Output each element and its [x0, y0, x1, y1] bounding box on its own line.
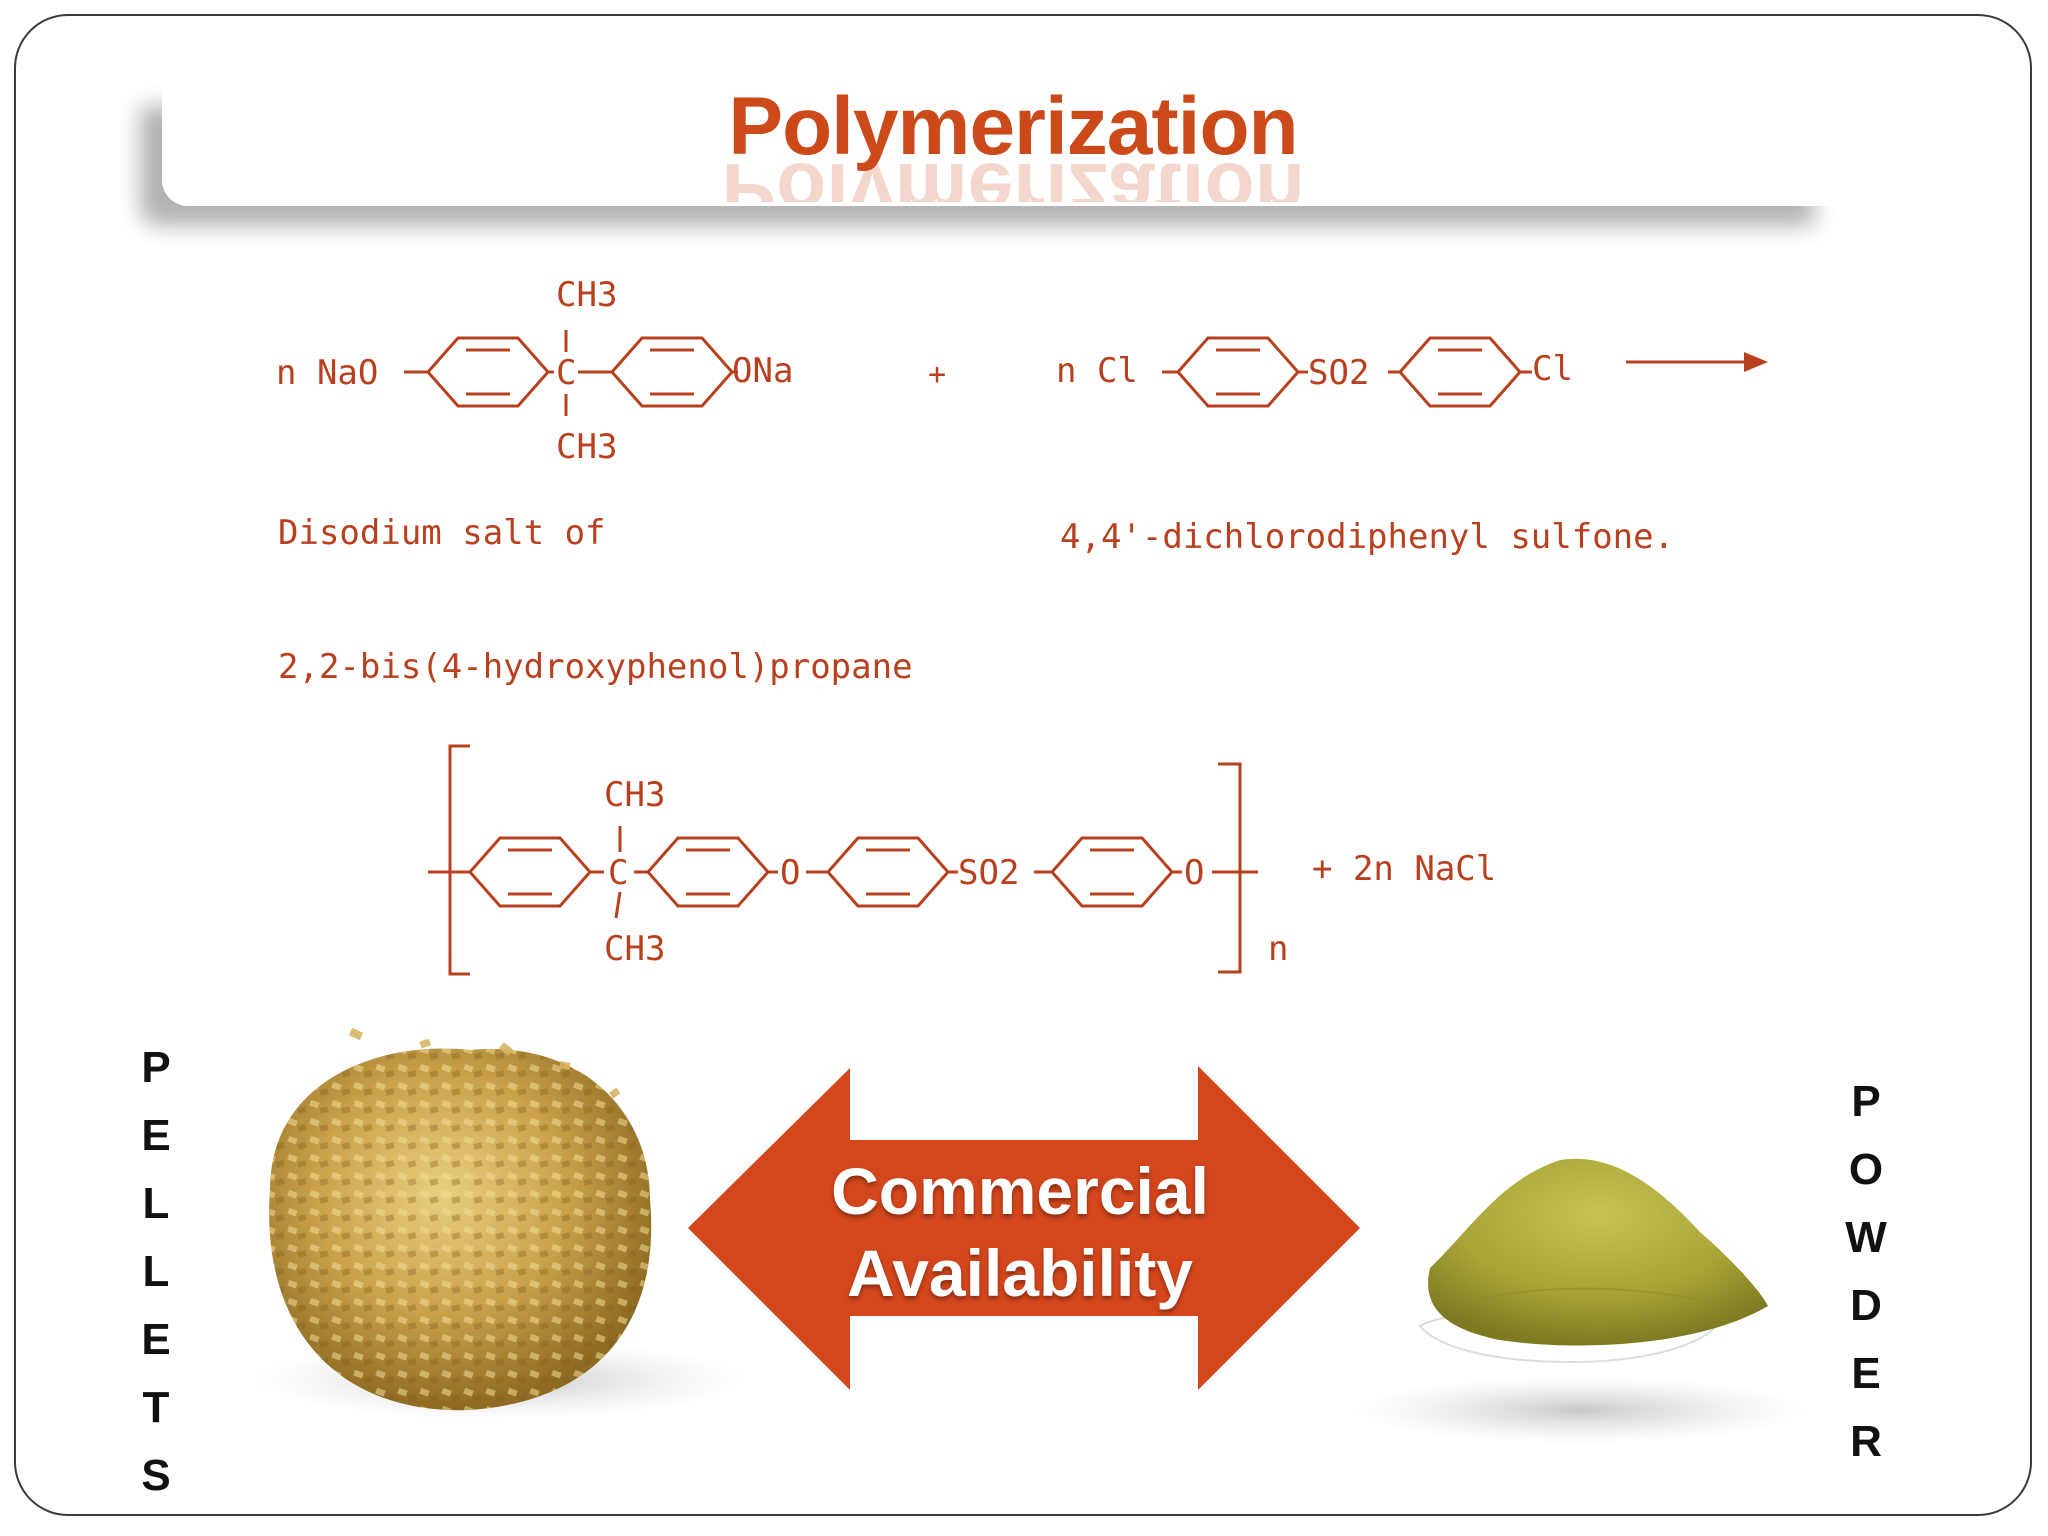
- benzene-ring: [467, 836, 593, 908]
- product-methyl-top: CH3: [604, 775, 665, 815]
- label-letter: E: [1851, 1349, 1881, 1398]
- product-methyl-bottom: CH3: [604, 929, 665, 969]
- benzene-ring: [1397, 336, 1523, 408]
- benzene-ring: [609, 336, 735, 408]
- label-letter: W: [1845, 1213, 1887, 1262]
- label-letter: P: [1851, 1077, 1881, 1126]
- reactant-2-sulfonyl: SO2: [1308, 353, 1369, 393]
- benzene-ring: [425, 336, 551, 408]
- label-letter: O: [1848, 1145, 1884, 1194]
- reactant-1-methyl-top: CH3: [556, 275, 617, 315]
- product-repeat-n: n: [1268, 929, 1288, 969]
- slide-title: Polymerization: [728, 81, 1298, 172]
- reaction-text: n NaO C ONa CH3 CH3 + n Cl SO2 Cl Disodi…: [276, 275, 1674, 969]
- bracket-left: [448, 744, 470, 976]
- label-letter: E: [141, 1315, 171, 1364]
- reactant-1-carbon: C: [556, 353, 576, 393]
- arrow-label-line1: Commercial: [831, 1154, 1209, 1228]
- benzene-ring: [825, 836, 951, 908]
- arrow-label-line2: Availability: [846, 1236, 1194, 1310]
- benzene-ring: [645, 836, 771, 908]
- reaction-arrow-head: [1744, 352, 1768, 372]
- product-oxygen-1: O: [780, 853, 800, 893]
- bracket-right: [1218, 762, 1242, 974]
- title-bar: [162, 70, 1852, 206]
- label-letter: L: [142, 1247, 170, 1296]
- reactant-1-name-line2: 2,2-bis(4-hydroxyphenol)propane: [278, 647, 913, 687]
- commercial-availability-arrow: [688, 1066, 1360, 1390]
- plus-sign: +: [928, 357, 946, 392]
- label-letter: E: [141, 1111, 171, 1160]
- label-letter: D: [1850, 1281, 1882, 1330]
- reactant-2-suffix: Cl: [1532, 349, 1573, 389]
- reactant-1-methyl-bottom: CH3: [556, 427, 617, 467]
- reactant-2-structure: [1162, 336, 1746, 408]
- product-structure: [428, 744, 1258, 976]
- powder-image: [1350, 1158, 1810, 1444]
- label-letter: R: [1850, 1417, 1882, 1466]
- product-sulfonyl: SO2: [958, 853, 1019, 893]
- title-container: Polymerization: [0, 80, 2048, 174]
- benzene-ring: [1175, 336, 1301, 408]
- reactant-1-structure: [404, 330, 738, 416]
- reactant-1-name-line1: Disodium salt of: [278, 513, 606, 553]
- product-oxygen-2: O: [1184, 853, 1204, 893]
- pellets-image: [250, 1027, 750, 1420]
- benzene-ring: [1049, 836, 1175, 908]
- reactant-1-suffix: ONa: [732, 351, 793, 391]
- label-letter: T: [142, 1383, 170, 1432]
- reactant-2-prefix: n Cl: [1056, 351, 1138, 391]
- product-byproduct: + 2n NaCl: [1312, 849, 1496, 889]
- label-letter: L: [142, 1179, 170, 1228]
- reactant-1-prefix: n NaO: [276, 353, 378, 393]
- product-carbon: C: [608, 853, 628, 893]
- arrow-label: Commercial Availability: [770, 1150, 1270, 1314]
- label-letter: S: [141, 1451, 171, 1500]
- label-letter: P: [141, 1043, 171, 1092]
- reactant-2-name: 4,4'-dichlorodiphenyl sulfone.: [1060, 517, 1674, 557]
